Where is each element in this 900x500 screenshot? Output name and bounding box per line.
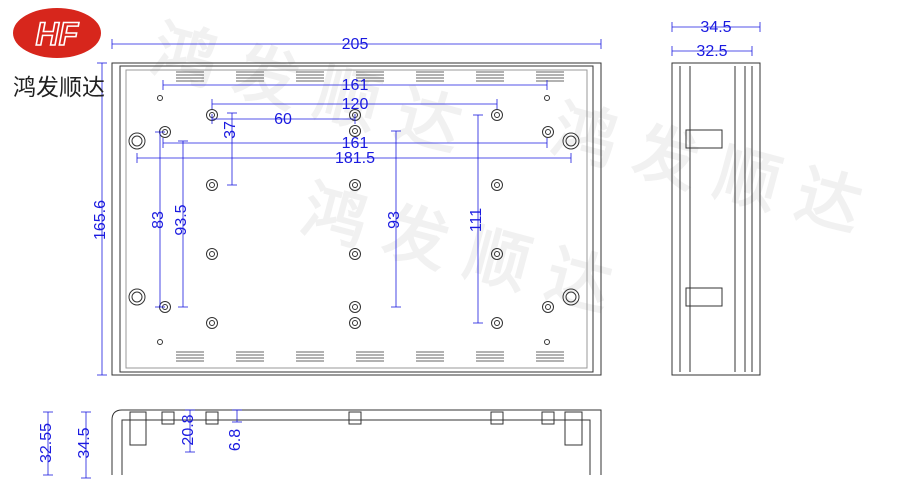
mounting-hole: [128, 132, 146, 150]
mounting-hole: [562, 288, 580, 306]
screw-boss: [349, 125, 361, 137]
front-inner-wall: [125, 69, 588, 369]
bottom-boss: [490, 411, 504, 425]
screw-hole: [494, 251, 500, 257]
screw-hole: [352, 304, 358, 310]
screw-boss: [491, 179, 503, 191]
front-inner-frame: [119, 65, 594, 373]
front-outer-frame: [111, 62, 602, 376]
screw-hole: [352, 128, 358, 134]
dim-6-8-label: 6.8: [227, 429, 244, 451]
screw-hole: [352, 182, 358, 188]
screw-hole: [545, 129, 551, 135]
screw-boss: [206, 317, 218, 329]
dim-60-label: 60: [274, 111, 292, 128]
screw-hole: [545, 304, 551, 310]
screw-boss: [349, 317, 361, 329]
mounting-hole-inner: [131, 291, 143, 303]
screw-hole: [209, 320, 215, 326]
dim-83-label: 83: [150, 211, 167, 229]
screw-boss: [542, 301, 554, 313]
screw-hole: [494, 320, 500, 326]
dim-120-label: 120: [342, 96, 369, 113]
dim-165-6-label: 165.6: [92, 200, 109, 240]
screw-hole: [352, 251, 358, 257]
side-clip: [685, 129, 723, 149]
screw-hole: [209, 251, 215, 257]
side-clip: [685, 287, 723, 307]
screw-boss: [542, 126, 554, 138]
pin-hole: [157, 339, 163, 345]
pin-hole: [544, 339, 550, 345]
company-name: 鸿发顺达: [13, 75, 105, 101]
screw-boss: [491, 317, 503, 329]
dim-side-34-5-label: 34.5: [700, 19, 731, 36]
dim-181-5-label: 181.5: [335, 150, 375, 167]
screw-boss: [349, 179, 361, 191]
hf-logo: HF: [13, 8, 101, 58]
bottom-boss: [348, 411, 362, 425]
bottom-boss: [541, 411, 555, 425]
mounting-hole-inner: [565, 135, 577, 147]
screw-hole: [494, 112, 500, 118]
screw-hole: [352, 320, 358, 326]
screw-hole: [494, 182, 500, 188]
mounting-hole-inner: [565, 291, 577, 303]
pin-hole: [544, 95, 550, 101]
dim-37-label: 37: [222, 121, 239, 139]
side-outline: [671, 62, 761, 376]
bottom-profile: [111, 409, 602, 475]
screw-boss: [206, 179, 218, 191]
svg-text:HF: HF: [36, 16, 80, 52]
dim-161-mid-label: 161: [342, 135, 369, 152]
dim-111-label: 111: [468, 208, 485, 232]
screw-boss: [349, 248, 361, 260]
screw-boss: [491, 109, 503, 121]
screw-hole: [209, 182, 215, 188]
bottom-boss: [205, 411, 219, 425]
dim-161-top-label: 161: [342, 77, 369, 94]
screw-boss: [491, 248, 503, 260]
bottom-boss: [161, 411, 175, 425]
dim-bottom-34-5-label: 34.5: [76, 427, 93, 458]
dim-93-5-label: 93.5: [173, 204, 190, 235]
dim-32-55-label: 32.55: [38, 423, 55, 463]
dim-20-8-label: 20.8: [180, 414, 197, 445]
dim-205-label: 205: [342, 36, 369, 53]
mounting-hole: [128, 288, 146, 306]
mounting-hole: [562, 132, 580, 150]
screw-boss: [206, 248, 218, 260]
dim-side-32-5-label: 32.5: [696, 43, 727, 60]
pin-hole: [157, 95, 163, 101]
mounting-hole-inner: [131, 135, 143, 147]
screw-boss: [349, 301, 361, 313]
dim-93-label: 93: [386, 211, 403, 229]
